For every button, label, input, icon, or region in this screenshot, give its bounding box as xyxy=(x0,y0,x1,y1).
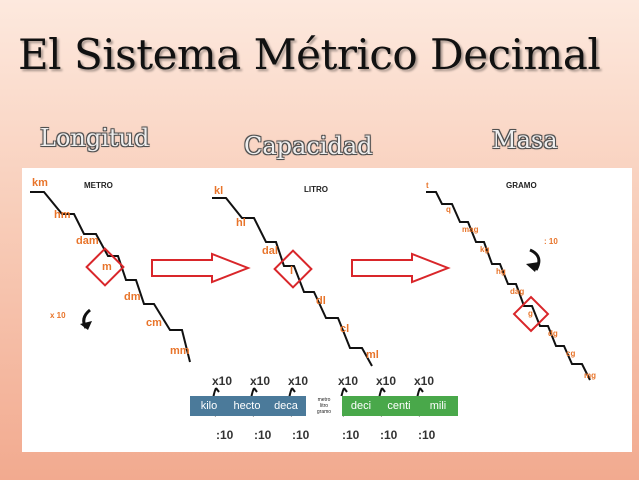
step-hl: hl xyxy=(236,217,246,229)
step-dal: dal xyxy=(262,245,278,257)
step-dg: dg xyxy=(548,329,558,338)
step-dag: dag xyxy=(510,287,524,296)
divide-label-4: :10 xyxy=(342,428,360,442)
page-title: El Sistema Métrico Decimal xyxy=(18,30,601,79)
divide-label-5: :10 xyxy=(380,428,398,442)
heading-longitud: Longitud xyxy=(40,124,150,152)
highlight-g xyxy=(512,295,550,333)
prefix-deca: deca xyxy=(266,396,306,416)
step-mm: mm xyxy=(170,345,190,357)
multiply-label-4: x10 xyxy=(338,374,359,388)
multiply-label-6: x10 xyxy=(414,374,435,388)
prefix-deci: deci xyxy=(342,396,380,416)
multiply-label-5: x10 xyxy=(376,374,397,388)
right-arrow-icon-1 xyxy=(151,252,251,284)
prefix-mili: mili xyxy=(418,396,458,416)
highlight-l xyxy=(273,249,313,289)
step-l: l xyxy=(290,265,293,277)
heading-capacidad: Capacidad xyxy=(244,132,373,160)
step-hm: hm xyxy=(54,209,71,221)
step-hg: hg xyxy=(496,267,506,276)
arrowhead-icon xyxy=(80,321,92,330)
step-cg: cg xyxy=(566,349,575,358)
step-g: g xyxy=(528,309,533,318)
divide-label-2: :10 xyxy=(254,428,272,442)
divide-label-1: :10 xyxy=(216,428,234,442)
step-kg: kg xyxy=(480,245,489,254)
divide-label-6: :10 xyxy=(418,428,436,442)
step-mag: mag xyxy=(462,225,479,234)
note-div10: : 10 xyxy=(544,237,558,246)
heading-masa: Masa xyxy=(492,126,558,154)
prefix-hecto: hecto xyxy=(228,396,266,416)
unit-name-litro: LITRO xyxy=(304,185,328,194)
step-km: km xyxy=(32,177,48,189)
step-kl: kl xyxy=(214,185,223,197)
highlight-m xyxy=(85,247,125,287)
step-mg: mg xyxy=(584,371,596,380)
prefix-base-unit: metro litro gramo xyxy=(306,396,342,416)
multiply-label-1: x10 xyxy=(212,374,233,388)
step-dam: dam xyxy=(76,235,99,247)
staircase-capacidad: LITRO kl hl dal l dl cl ml xyxy=(212,185,379,367)
divide-label-3: :10 xyxy=(292,428,310,442)
diagram-panel: METRO km hm dam m dm cm mm x 10 LITRO kl… xyxy=(22,168,632,452)
step-q: q xyxy=(446,205,451,214)
arrowhead-icon-masa xyxy=(526,262,539,272)
staircase-longitud: METRO km hm dam m dm cm mm x 10 xyxy=(30,177,191,363)
step-ml: ml xyxy=(366,349,379,361)
prefix-bar: kilo hecto deca metro litro gramo deci c… xyxy=(190,396,458,416)
step-dm: dm xyxy=(124,291,141,303)
curved-arrow-icon-masa xyxy=(529,248,541,271)
prefix-kilo: kilo xyxy=(190,396,228,416)
multiply-label-3: x10 xyxy=(288,374,309,388)
step-t: t xyxy=(426,181,429,190)
multiply-label-2: x10 xyxy=(250,374,271,388)
prefix-centi: centi xyxy=(380,396,418,416)
step-m: m xyxy=(102,261,112,273)
staircase-masa: GRAMO t q mag kg hg dag g dg cg mg : 10 xyxy=(426,181,596,381)
right-arrow-icon-2 xyxy=(351,252,451,284)
unit-name-metro: METRO xyxy=(84,181,113,190)
staircase-diagram: METRO km hm dam m dm cm mm x 10 LITRO kl… xyxy=(30,177,596,417)
step-cm: cm xyxy=(146,317,162,329)
note-x10: x 10 xyxy=(50,311,66,320)
unit-name-gramo: GRAMO xyxy=(506,181,537,190)
step-dl: dl xyxy=(316,295,326,307)
step-cl: cl xyxy=(340,323,349,335)
